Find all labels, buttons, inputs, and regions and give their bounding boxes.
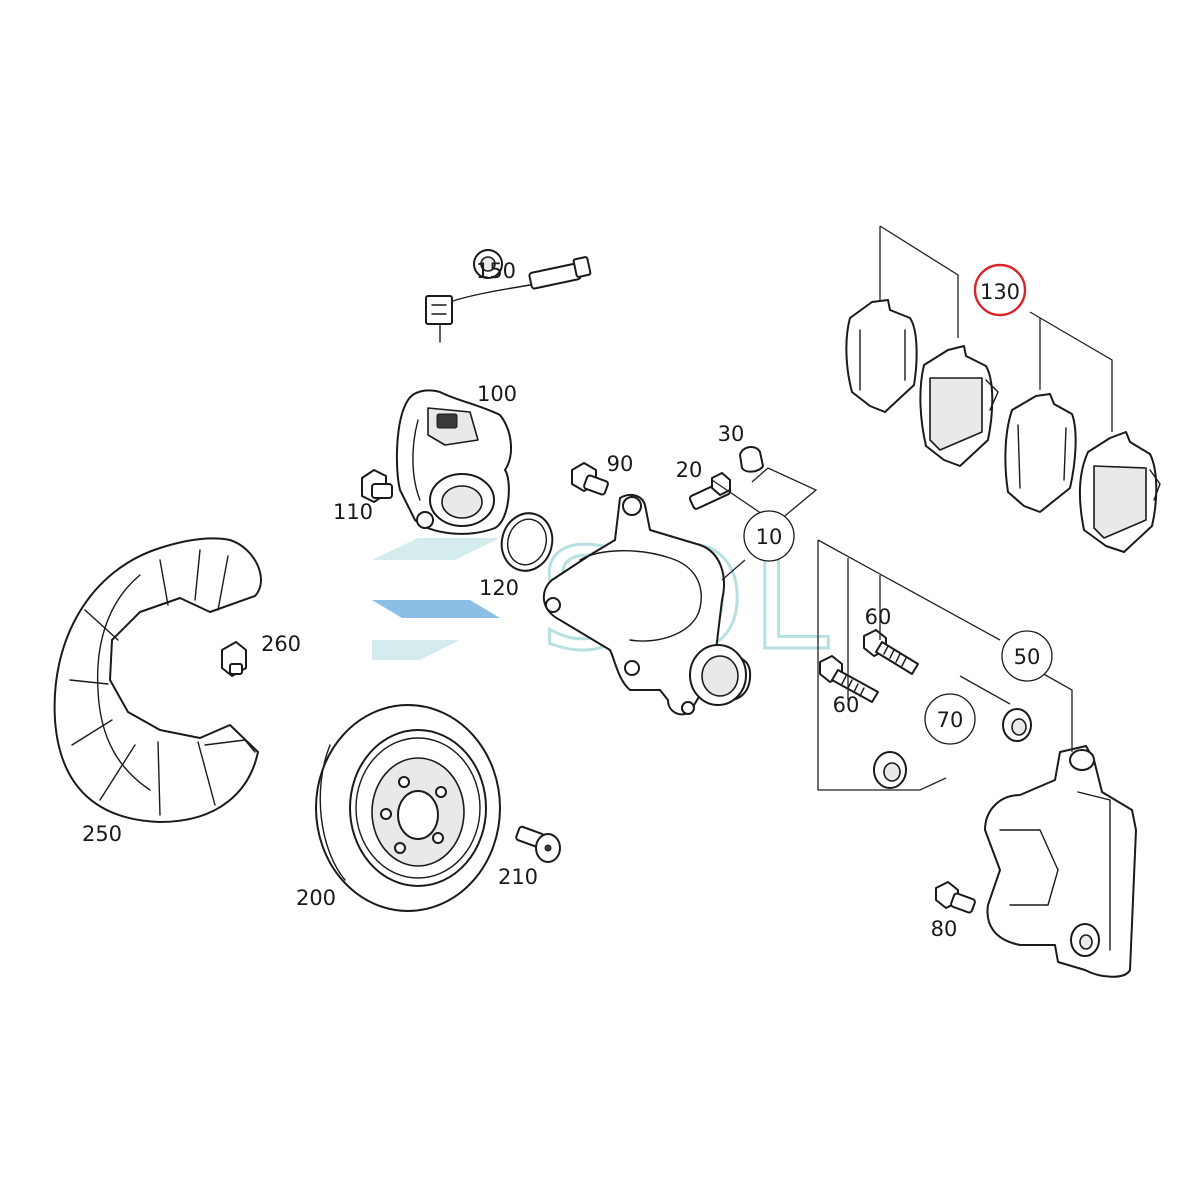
- callout-circle-10: [743, 510, 795, 562]
- label-250: 250: [82, 822, 122, 846]
- dust-shield: [53, 537, 262, 823]
- label-30: 30: [718, 422, 745, 446]
- bleeder-cap: [739, 446, 764, 473]
- parking-brake-actuator: [395, 249, 512, 535]
- brake-disc: [315, 704, 501, 912]
- label-60-lower: 60: [833, 693, 860, 717]
- caliper-bracket: [984, 745, 1137, 978]
- bolt-260: [221, 641, 247, 677]
- label-260: 260: [261, 632, 301, 656]
- bracket-bolt: [935, 881, 976, 914]
- bleeder-valve: [688, 472, 732, 510]
- guide-bolt-lower: [819, 655, 879, 703]
- label-20: 20: [676, 458, 703, 482]
- caliper-housing: [542, 493, 752, 716]
- label-120: 120: [479, 576, 519, 600]
- bolt-110: [361, 469, 393, 503]
- brake-pad-1: [845, 299, 918, 413]
- guide-bushing-50: [1002, 708, 1032, 742]
- label-100: 100: [477, 382, 517, 406]
- bolt-90: [571, 462, 609, 496]
- label-200: 200: [296, 886, 336, 910]
- label-90: 90: [607, 452, 634, 476]
- brake-pad-2: [919, 345, 999, 467]
- brake-pads: [845, 299, 1161, 553]
- callout-circle-130-highlight: [973, 263, 1027, 317]
- disc-screw: [515, 825, 561, 863]
- callout-circle-50: [1001, 630, 1053, 682]
- callout-circle-70: [924, 693, 976, 745]
- label-150: 150: [476, 259, 516, 283]
- leader-lines: [711, 225, 1113, 791]
- label-110: 110: [333, 500, 373, 524]
- label-50: 50: [1014, 645, 1041, 669]
- watermark-logo-icon: [372, 538, 500, 660]
- part-labels: 10 20 30 50 60 60 70 80 90 100 110 120 1…: [82, 259, 1040, 941]
- label-10: 10: [756, 525, 783, 549]
- label-130: 130: [980, 280, 1020, 304]
- o-ring: [500, 512, 554, 572]
- label-70: 70: [937, 708, 964, 732]
- label-210: 210: [498, 865, 538, 889]
- guide-bolt-upper: [863, 629, 919, 675]
- wear-sensor: [425, 256, 592, 343]
- brake-pad-3: [1004, 393, 1077, 513]
- label-60-upper: 60: [865, 605, 892, 629]
- brake-pad-4: [1078, 431, 1161, 553]
- label-80: 80: [931, 917, 958, 941]
- guide-bushing-70: [873, 751, 907, 789]
